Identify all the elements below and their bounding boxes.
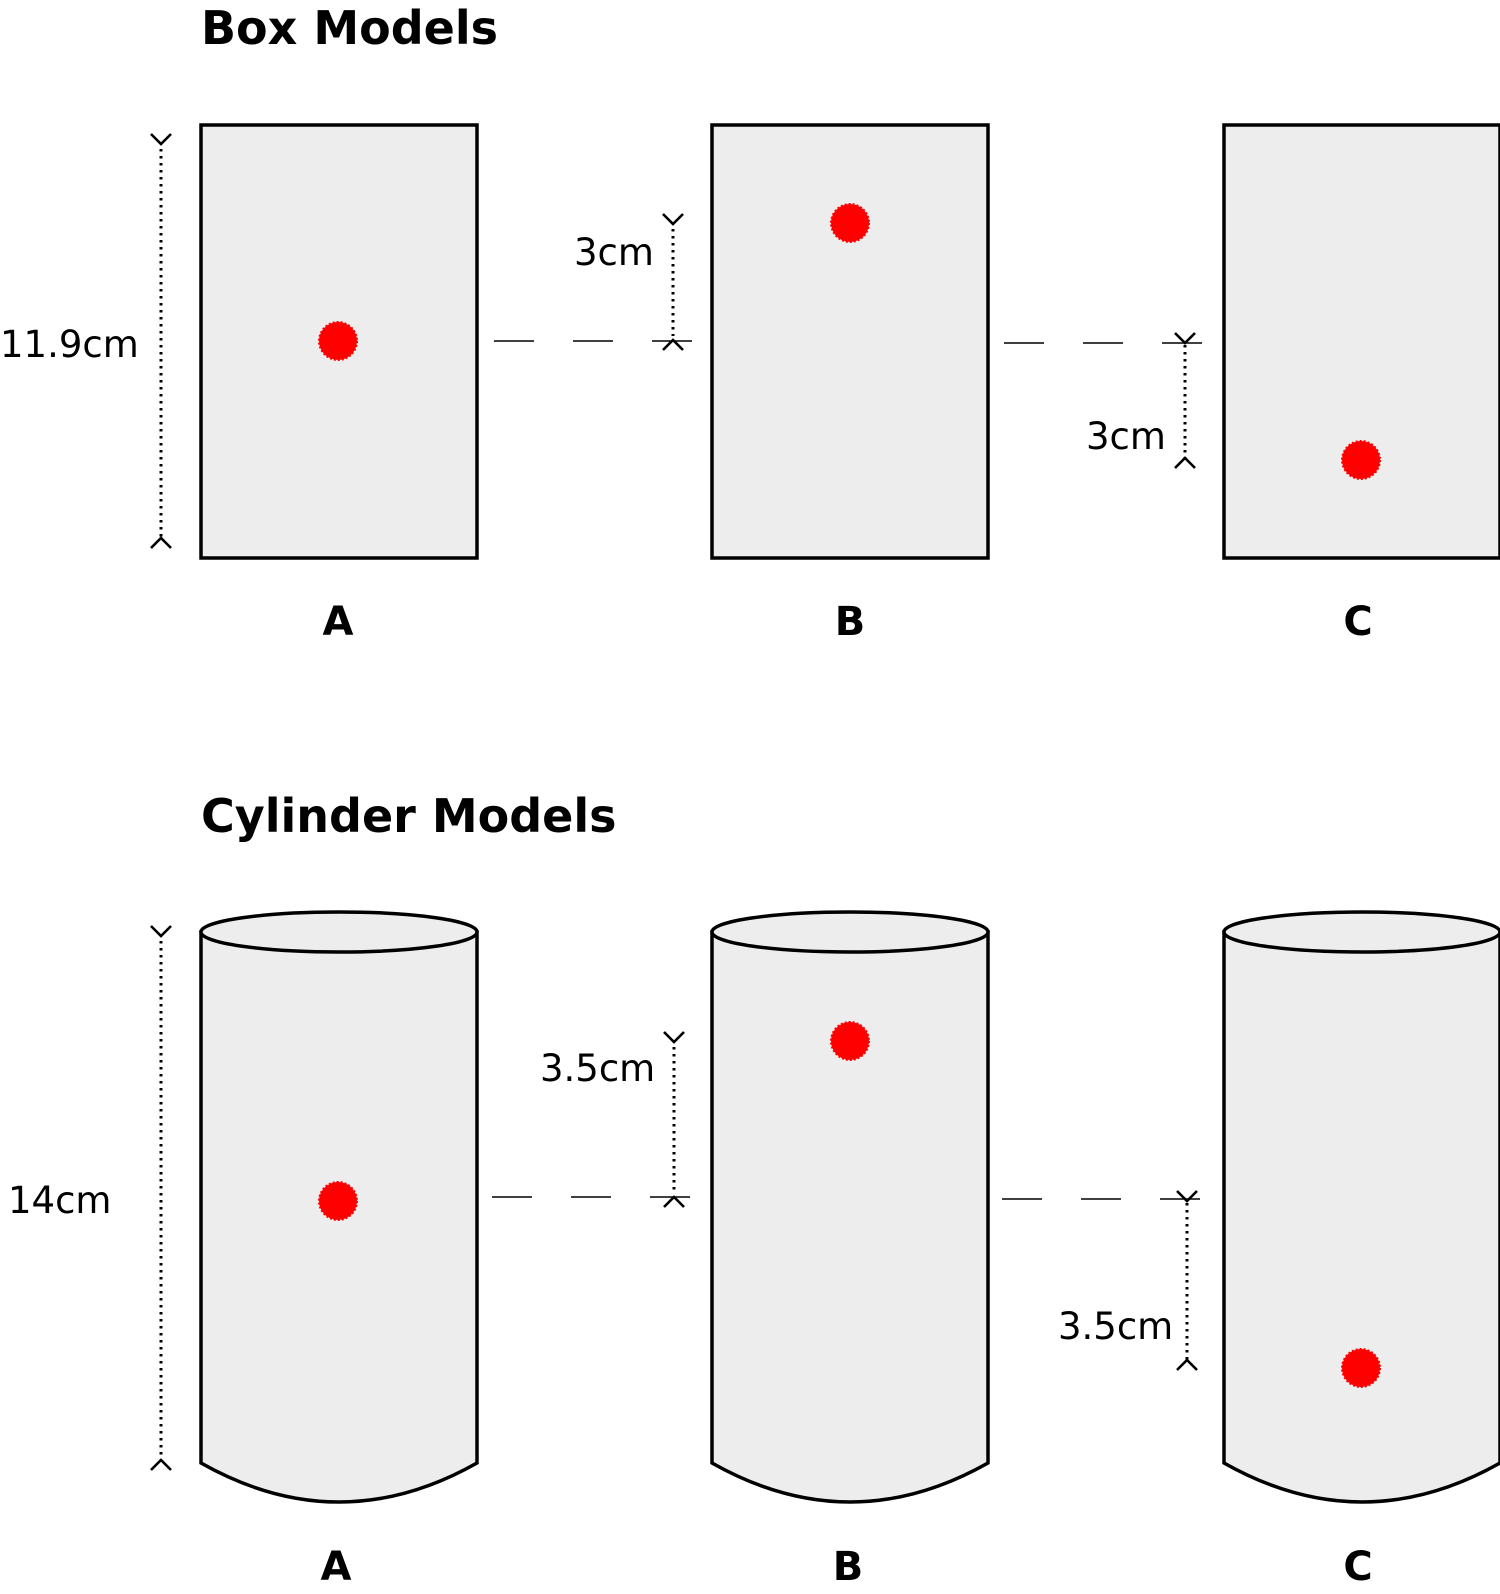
box-b-offset-dimension <box>662 213 684 351</box>
cylinder-c <box>1222 910 1500 1504</box>
cylinder-b <box>710 910 990 1504</box>
box-c <box>1222 123 1500 560</box>
cylinder-b-marker <box>830 1021 870 1061</box>
cylinder-a-marker <box>318 1181 358 1221</box>
box-a-label: A <box>323 599 354 645</box>
box-c-marker <box>1341 440 1381 480</box>
cylinder-c-marker <box>1341 1348 1381 1388</box>
cylinder-c-label: C <box>1343 1544 1372 1590</box>
cylinder-c-offset-dimension <box>1176 1190 1198 1371</box>
box-a-marker <box>318 321 358 361</box>
box-b-label: B <box>835 599 866 645</box>
cylinder-b-offset-label: 3.5cm <box>540 1047 655 1090</box>
box-height-dimension <box>150 133 172 549</box>
cylinder-b-offset-dimension <box>663 1031 685 1208</box>
box-b <box>710 123 990 560</box>
box-b-offset-label: 3cm <box>574 231 654 274</box>
cylinder-height-label: 14cm <box>8 1179 111 1222</box>
box-c-offset-label: 3cm <box>1086 415 1166 458</box>
box-models-title: Box Models <box>201 1 498 55</box>
box-b-marker <box>830 203 870 243</box>
cylinder-c-offset-label: 3.5cm <box>1058 1305 1173 1348</box>
box-c-label: C <box>1343 599 1372 645</box>
cylinder-b-label: B <box>833 1544 864 1590</box>
box-c-offset-dimension <box>1174 332 1196 469</box>
cylinder-models-title: Cylinder Models <box>201 789 617 843</box>
cylinder-a-label: A <box>321 1544 352 1590</box>
cylinder-height-dimension <box>150 925 172 1471</box>
box-height-label: 11.9cm <box>0 323 139 366</box>
